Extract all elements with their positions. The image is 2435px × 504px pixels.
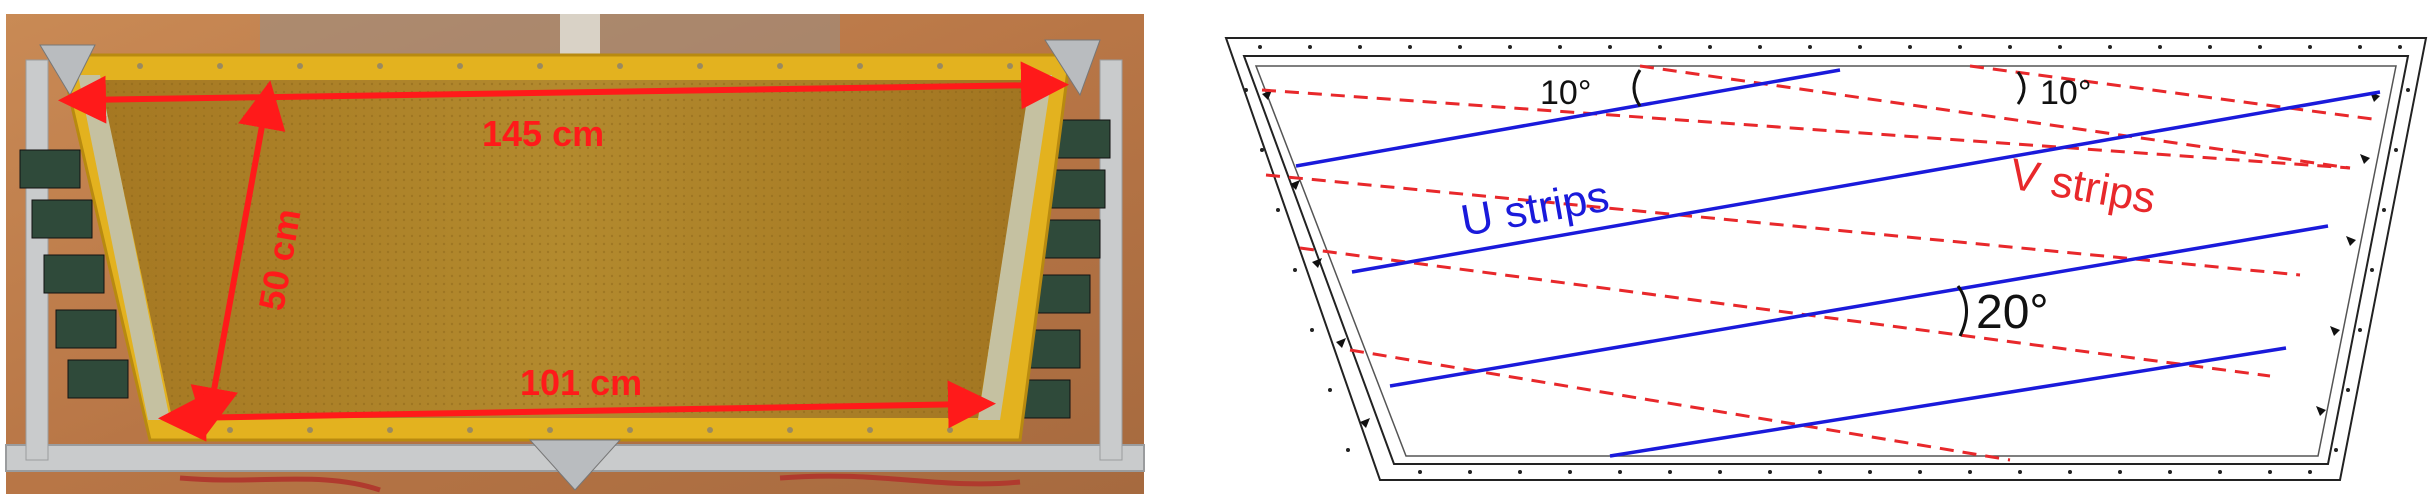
angle-arc-between <box>1956 285 1968 337</box>
outer-frame-outline <box>1224 37 2428 481</box>
spacer-markers <box>1262 90 2380 428</box>
v-strips-label: V strips <box>2006 150 2159 224</box>
u-strips <box>1295 68 2381 458</box>
strip-layout-diagram: 10° 10° 20° U strips V strips <box>1224 37 2428 481</box>
chamber-photo: 145 cm 50 cm 101 cm <box>5 14 1145 494</box>
angle-arc-right <box>2016 71 2026 105</box>
front-end-boards-right <box>1009 119 1111 419</box>
angle-label-between: 20° <box>1976 286 2049 339</box>
dimension-arrow-bottom <box>158 380 996 442</box>
dimension-arrow-height <box>190 80 286 436</box>
cable <box>179 475 381 493</box>
background-clutter <box>260 14 840 54</box>
angle-label-right: 10° <box>2040 74 2091 112</box>
frame-holes <box>1244 45 2410 474</box>
active-area-outline <box>1254 65 2397 457</box>
angle-label-left: 10° <box>1540 74 1591 112</box>
u-strips-label: U strips <box>1457 172 1612 246</box>
aluminium-rail-right <box>1099 59 1123 461</box>
label-bottom-width: 101 cm <box>520 362 642 403</box>
cable <box>779 473 1021 487</box>
angle-arc-left <box>1632 69 1642 107</box>
label-top-width: 145 cm <box>482 113 604 154</box>
inner-frame-outline <box>1242 55 2410 465</box>
front-end-boards-left <box>19 149 129 399</box>
v-strips <box>1261 64 2381 462</box>
